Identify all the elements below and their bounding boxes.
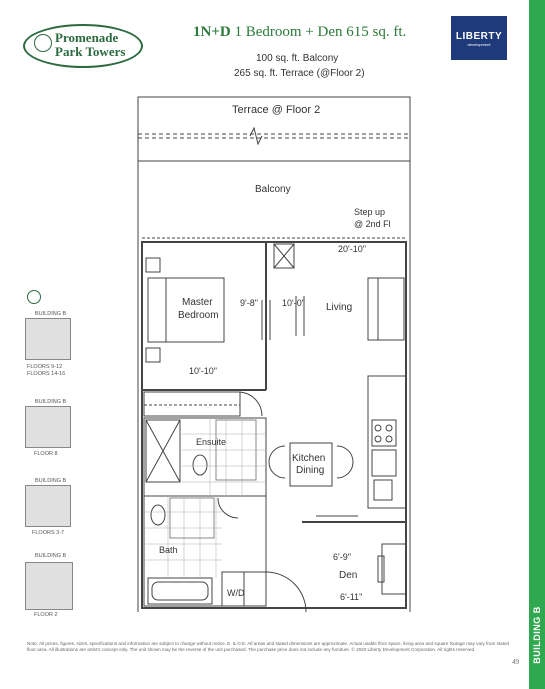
master-dimension-b: 10'-0"	[282, 298, 305, 308]
terrace-outline	[137, 96, 411, 162]
room-living: Living	[326, 302, 353, 313]
keyplan-1-building: BUILDING B	[35, 311, 67, 317]
keyplan-1	[25, 318, 71, 360]
room-wd: W/D	[227, 588, 245, 598]
side-bar	[529, 0, 545, 689]
bedroom-width: 10'-10"	[189, 366, 217, 376]
room-den: Den	[339, 570, 358, 581]
logo-swirl-icon	[34, 34, 52, 52]
room-dining: Dining	[296, 465, 325, 476]
unit-description: 1 Bedroom + Den 615 sq. ft.	[234, 24, 407, 40]
keyplan-2	[25, 406, 71, 448]
brand-name-line2: Park Towers	[55, 44, 126, 59]
keyplan-2-building: BUILDING B	[35, 399, 67, 405]
unit-code: 1N+D	[193, 24, 231, 40]
keyplan-4	[25, 562, 73, 610]
master-bedroom-line2: Bedroom	[178, 310, 219, 321]
step-up-line2: @ 2nd Fl	[354, 219, 391, 229]
keyplan-3-floors: FLOORS 3-7	[32, 530, 65, 536]
terrace-area: 265 sq. ft. Terrace (@Floor 2)	[234, 68, 365, 79]
living-dimension: 20'-10"	[338, 244, 366, 254]
keyplan-4-floors: FLOOR 2	[34, 612, 58, 618]
room-bath: Bath	[159, 545, 178, 555]
room-kitchen: Kitchen	[292, 453, 326, 464]
master-bedroom-line1: Master	[182, 297, 213, 308]
keyplan-1-floors-b: FLOORS 14-16	[27, 371, 66, 377]
builder-sub: development	[467, 42, 491, 47]
brand-name-line1: Promenade	[55, 30, 119, 45]
builder-logo: LIBERTY development	[451, 16, 507, 60]
den-dimension-a: 6'-9"	[333, 552, 351, 562]
keyplan-3	[25, 485, 71, 527]
master-dimension-a: 9'-8"	[240, 298, 258, 308]
builder-name: LIBERTY	[455, 31, 503, 42]
balcony-area: 100 sq. ft. Balcony	[256, 53, 339, 64]
keyplan-3-building: BUILDING B	[35, 478, 67, 484]
step-up-line1: Step up	[354, 207, 386, 217]
legal-note: Note: All prices, figures, sizes, specif…	[27, 641, 510, 652]
keyplan-1-floors-a: FLOORS 9-12	[27, 364, 63, 370]
keyplan-2-floors: FLOOR 8	[34, 451, 58, 457]
compass-icon	[27, 290, 41, 304]
unit-title: 1N+D 1 Bedroom + Den 615 sq. ft.	[193, 24, 406, 41]
room-terrace: Terrace @ Floor 2	[232, 104, 321, 116]
room-ensuite: Ensuite	[196, 437, 227, 447]
brand-logo	[23, 24, 143, 68]
den-dimension-b: 6'-11"	[340, 592, 363, 602]
keyplan-4-building: BUILDING B	[35, 553, 67, 559]
page-number: 49	[512, 658, 519, 666]
room-balcony: Balcony	[255, 184, 291, 195]
